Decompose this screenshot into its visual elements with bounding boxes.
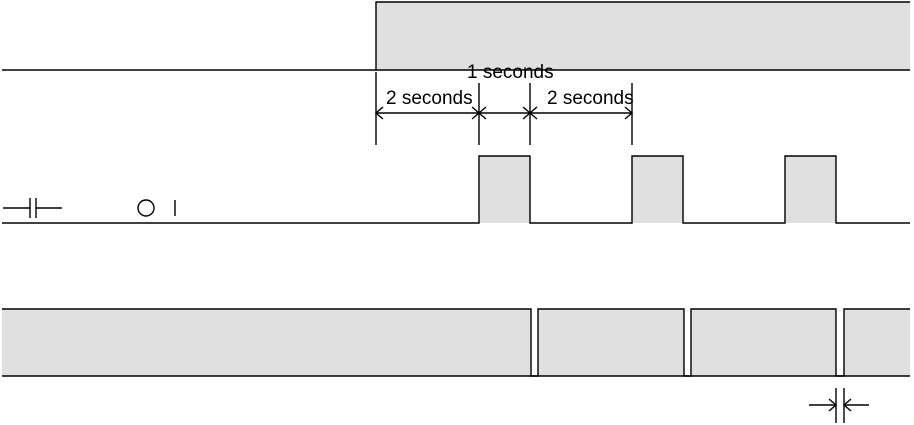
bottom-block-4-fill — [844, 309, 910, 376]
bottom-block-2-fill — [538, 309, 684, 376]
bottom-waveform — [2, 308, 910, 377]
pulse-1-fill — [479, 156, 530, 223]
middle-waveform-outline — [2, 155, 910, 224]
arrowhead-left-5s — [624, 106, 634, 120]
arrowhead-right-start — [374, 106, 384, 120]
normally-open-contact-icon — [3, 198, 62, 218]
bottom-block-3-fill — [691, 309, 836, 376]
middle-waveform — [2, 155, 910, 224]
top-waveform-high-fill — [376, 2, 910, 70]
interval-label-b: 1 seconds — [467, 62, 554, 83]
interval-label-a: 2 seconds — [386, 88, 473, 109]
interval-label-c: 2 seconds — [547, 88, 634, 109]
bottom-block-1-fill — [2, 309, 531, 376]
pulse-2-fill — [632, 156, 683, 223]
top-waveform-outline — [2, 1, 910, 71]
coil-icon — [137, 199, 176, 217]
pulse-3-fill — [785, 156, 836, 223]
arrowhead-right-3s — [528, 106, 538, 120]
arrowhead-right-2s — [477, 106, 487, 120]
top-waveform — [2, 1, 910, 71]
bottom-gap-dimension — [809, 388, 869, 423]
timing-dimensions: 2 seconds 1 seconds 2 seconds — [374, 62, 634, 145]
